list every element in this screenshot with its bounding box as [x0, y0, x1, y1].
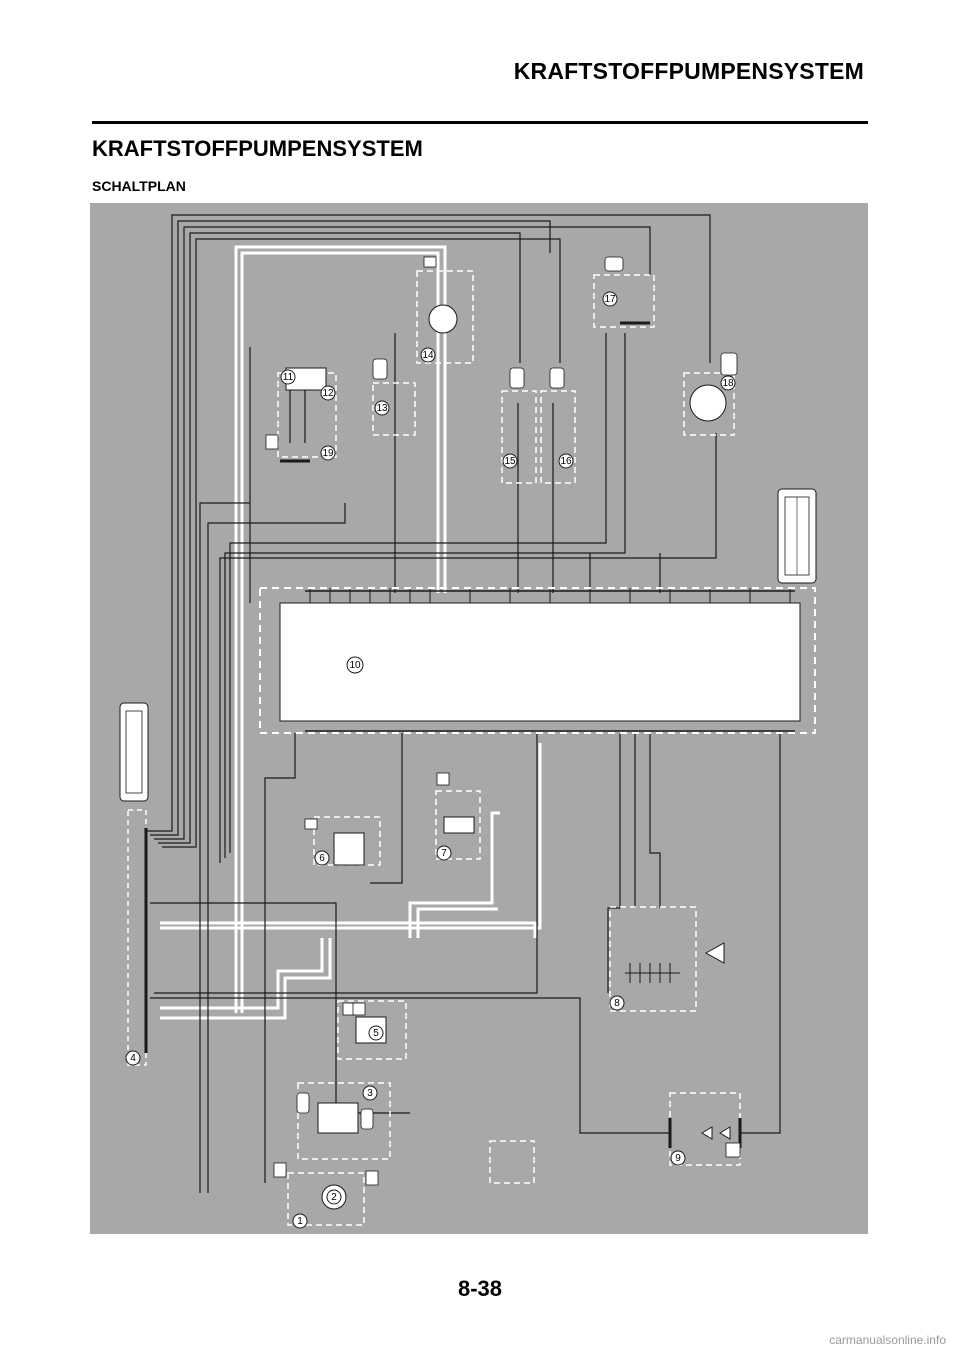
svg-text:1: 1	[297, 1216, 303, 1227]
connector-icons	[265, 256, 741, 1186]
joint-connector-4	[127, 809, 148, 1066]
ecu-connector-icon	[777, 488, 817, 584]
svg-text:11: 11	[283, 372, 294, 383]
component-number-2: 2	[326, 1189, 342, 1205]
component-symbols	[280, 304, 742, 1210]
svg-text:8: 8	[614, 998, 620, 1009]
svg-text:15: 15	[504, 456, 516, 467]
component-number-7: 7	[436, 845, 452, 861]
component-number-8: 8	[609, 995, 625, 1011]
wiring-diagram-svg: 1 2 3 4 5 6 7 8 9 10 11 12 13 14 15 16 1…	[119, 214, 817, 1229]
component-number-16: 16	[558, 453, 574, 469]
svg-text:10: 10	[349, 660, 361, 671]
section-subtitle: SCHALTPLAN	[92, 178, 186, 194]
component-number-6: 6	[314, 850, 330, 866]
harness-wires-right	[150, 333, 781, 1193]
watermark: carmanualsonline.info	[829, 1333, 946, 1347]
component-number-4: 4	[125, 1050, 141, 1066]
component-number-3: 3	[362, 1085, 378, 1101]
component-number-17: 17	[602, 291, 618, 307]
component-number-10: 10	[346, 656, 364, 674]
svg-text:17: 17	[604, 294, 616, 305]
svg-text:14: 14	[422, 350, 434, 361]
component-number-5: 5	[368, 1025, 384, 1041]
harness-connector-icon	[119, 702, 149, 802]
component-number-19: 19	[320, 445, 336, 461]
svg-text:3: 3	[367, 1088, 373, 1099]
svg-text:6: 6	[319, 853, 325, 864]
svg-text:13: 13	[376, 403, 388, 414]
svg-text:4: 4	[130, 1053, 136, 1064]
svg-text:5: 5	[373, 1028, 379, 1039]
component-number-14: 14	[420, 347, 436, 363]
svg-text:9: 9	[675, 1153, 681, 1164]
component-number-12: 12	[320, 385, 336, 401]
wiring-diagram: 1 2 3 4 5 6 7 8 9 10 11 12 13 14 15 16 1…	[90, 203, 868, 1234]
header-rule	[92, 121, 868, 124]
svg-text:19: 19	[322, 448, 334, 459]
harness-wires-top	[146, 214, 711, 848]
component-number-13: 13	[374, 400, 390, 416]
component-boxes	[277, 270, 741, 1226]
page-header-title: KRAFTSTOFFPUMPENSYSTEM	[513, 58, 864, 84]
harness-white-bundle	[160, 245, 542, 1020]
svg-text:18: 18	[722, 378, 734, 389]
component-number-11: 11	[280, 369, 296, 385]
ecu-unit	[259, 587, 816, 734]
page-number: 8-38	[457, 1276, 503, 1301]
svg-text:7: 7	[441, 848, 447, 859]
svg-text:12: 12	[322, 388, 334, 399]
component-number-labels: 1 2 3 4 5 6 7 8 9 10 11 12 13 14 15 16 1…	[125, 291, 736, 1229]
component-number-9: 9	[670, 1150, 686, 1166]
component-number-1: 1	[292, 1213, 308, 1229]
component-number-15: 15	[502, 453, 518, 469]
component-number-18: 18	[720, 375, 736, 391]
ecu-pin-columns	[309, 588, 791, 603]
svg-text:16: 16	[560, 456, 572, 467]
svg-text:2: 2	[331, 1192, 337, 1203]
section-title: KRAFTSTOFFPUMPENSYSTEM	[92, 136, 423, 161]
